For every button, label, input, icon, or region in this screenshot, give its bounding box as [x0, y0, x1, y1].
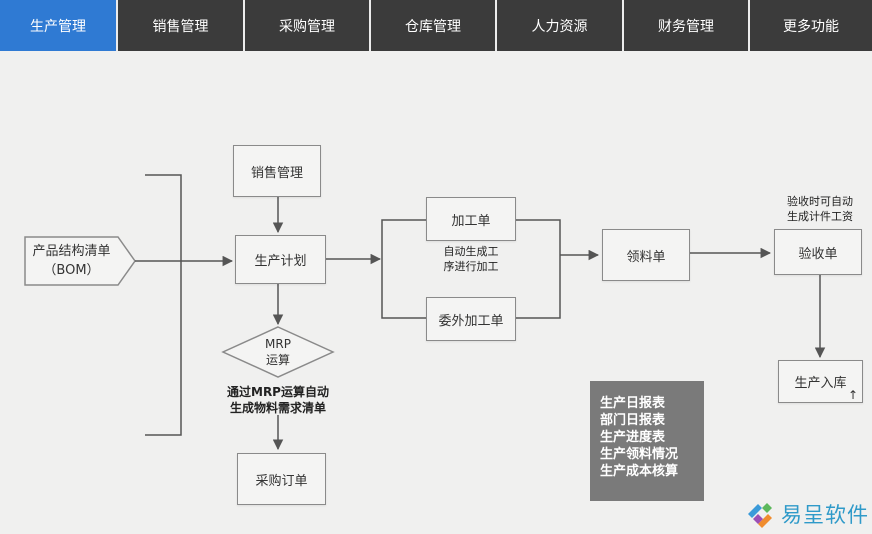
processing-note-line1: 自动生成工 [443, 245, 499, 258]
production-plan-box: 生产计划 [235, 235, 326, 284]
report-production-progress: 生产进度表 [600, 430, 666, 445]
company-logo: 易呈软件 [745, 496, 869, 532]
processing-order-box: 加工单 [426, 197, 516, 241]
reports-panel: 生产日报表 部门日报表 生产进度表 生产领料情况 生产成本核算 [590, 381, 704, 501]
connector-lines [24, 174, 826, 451]
mrp-note-line1: 通过MRP运算自动 [227, 385, 329, 399]
acceptance-box: 验收单 [774, 229, 862, 275]
tab-purchase[interactable]: 采购管理 [245, 0, 371, 51]
mrp-label: MRP 运算 [248, 336, 308, 368]
mrp-note-line2: 生成物料需求清单 [229, 401, 326, 415]
bom-label: 产品结构清单 （BOM） [25, 242, 118, 280]
acceptance-note-line2: 生成计件工资 [787, 210, 853, 223]
tab-finance[interactable]: 财务管理 [624, 0, 750, 51]
bom-label-line2: （BOM） [43, 263, 100, 278]
logo-text: 易呈软件 [781, 503, 869, 527]
report-daily-production: 生产日报表 [600, 396, 666, 411]
mrp-diamond [221, 326, 335, 378]
processing-note-line2: 序进行加工 [443, 260, 499, 273]
tab-sales[interactable]: 销售管理 [118, 0, 245, 51]
logo-mark-icon [748, 503, 772, 528]
acceptance-note-line1: 验收时可自动 [787, 195, 853, 208]
picking-order-box: 领料单 [602, 229, 690, 281]
top-nav: 生产管理 销售管理 采购管理 仓库管理 人力资源 财务管理 更多功能 [0, 0, 872, 51]
production-warehousing-box: 生产入库 ↑ [778, 360, 863, 403]
mrp-label-line1: MRP [265, 337, 291, 351]
tab-more[interactable]: 更多功能 [750, 0, 872, 51]
purchase-order-box: 采购订单 [237, 453, 326, 505]
bom-shape [24, 236, 136, 286]
tab-production[interactable]: 生产管理 [0, 0, 118, 51]
bom-label-line1: 产品结构清单 [32, 244, 111, 259]
report-cost-accounting: 生产成本核算 [600, 464, 679, 479]
mrp-note: 通过MRP运算自动 生成物料需求清单 [208, 384, 348, 416]
report-department-daily: 部门日报表 [600, 413, 666, 428]
up-arrow-icon: ↑ [847, 388, 858, 402]
mrp-label-line2: 运算 [265, 353, 290, 367]
tab-hr[interactable]: 人力资源 [497, 0, 624, 51]
production-flow-diagram: 产品结构清单 （BOM） 销售管理 生产计划 MRP 运算 通过MRP运算自动 … [0, 51, 872, 534]
processing-note: 自动生成工 序进行加工 [426, 244, 516, 274]
acceptance-note: 验收时可自动 生成计件工资 [770, 194, 870, 224]
production-warehousing-label: 生产入库 [794, 376, 847, 391]
tab-warehouse[interactable]: 仓库管理 [371, 0, 497, 51]
outsource-order-box: 委外加工单 [426, 297, 516, 341]
report-material-picking: 生产领料情况 [600, 447, 679, 462]
sales-box: 销售管理 [233, 145, 321, 197]
